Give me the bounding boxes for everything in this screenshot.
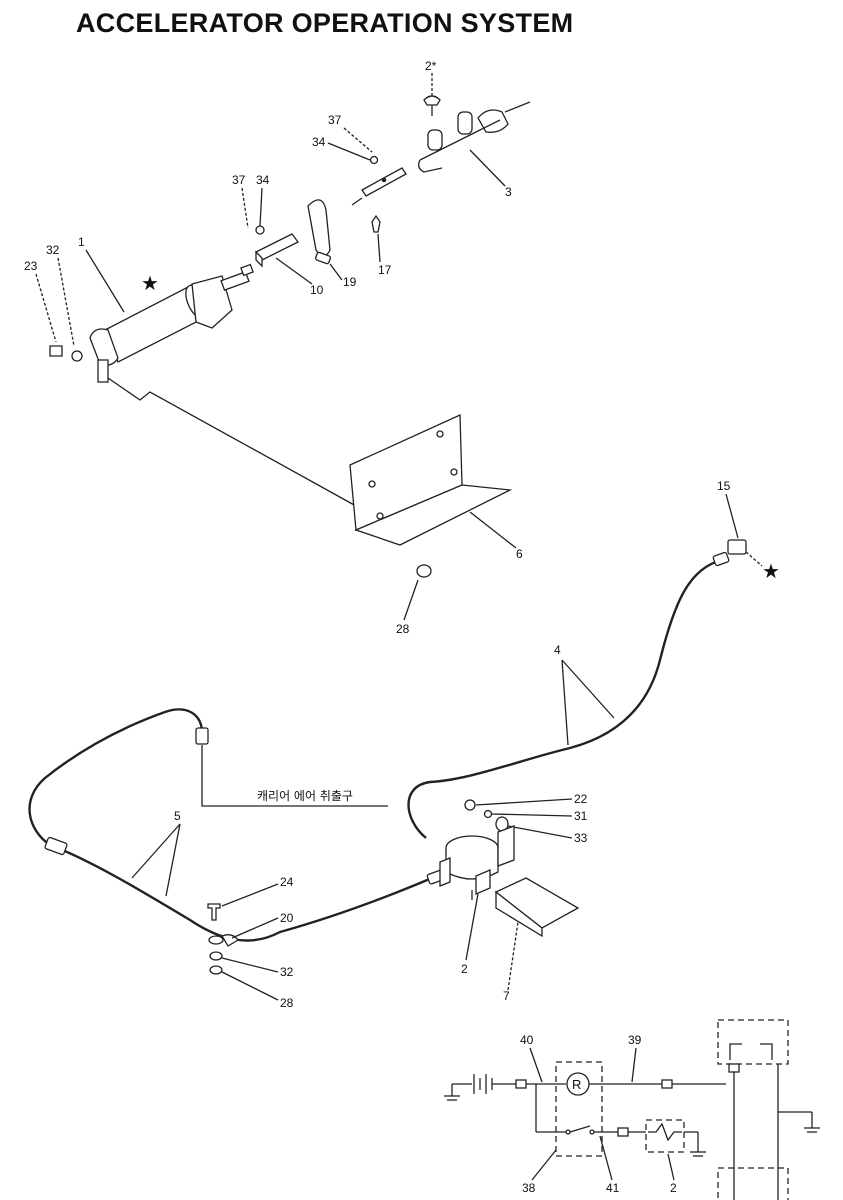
callout-32b: 32 [280,965,294,979]
part-screw-2star [423,95,441,116]
part-clevis-10 [255,199,331,268]
part-nut-34b [255,225,265,235]
controller-box-lower [717,1167,789,1200]
part-bracket-3 [418,101,531,173]
callout-40: 40 [520,1033,534,1047]
callout-24: 24 [280,875,294,889]
part-bolt-23 [49,345,63,357]
part-bolt-22 [464,799,476,811]
callout-3: 3 [505,185,512,199]
part-angle-bracket-6 [349,414,513,546]
part-bracket-7 [494,877,580,938]
callout-2star: 2* [425,59,437,73]
callout-19: 19 [343,275,357,289]
part-washer-32a [71,350,83,362]
callout-33: 33 [574,831,588,845]
air-outlet-leader [201,745,388,807]
battery-symbol [473,1074,493,1094]
callout-2b: 2 [461,962,468,976]
callout-34b: 34 [256,173,270,187]
callout-20: 20 [280,911,294,925]
part-fitting-15 [727,539,747,555]
callout-37a: 37 [328,113,342,127]
callout-32a: 32 [46,243,60,257]
callout-6: 6 [516,547,523,561]
part-pin-17 [371,214,381,233]
air-outlet-label: 캐리어 에어 취출구 [257,789,353,803]
callout-22: 22 [574,792,588,806]
hose-4 [407,558,723,839]
callout-15: 15 [717,479,731,493]
callout-38: 38 [522,1181,536,1195]
star-marker-top: ★ [141,273,159,295]
top-linkage-assembly: 2* 3 37 34 17 37 [24,59,531,636]
hose-5-end-fitting [195,727,209,745]
part-clamp-stack [207,903,239,975]
callout-37b: 37 [232,173,246,187]
relay-box [555,1061,603,1157]
part-nut-34a [369,155,379,165]
relay-symbol: R [572,1077,581,1092]
callout-1: 1 [78,235,85,249]
air-hose-assembly: 15 ★ 4 22 31 33 5 캐리어 에어 취출구 [28,479,780,1010]
part-bolt-19 [314,251,332,265]
hose-5 [28,708,433,942]
part-nut-28a [416,564,432,578]
callout-23: 23 [24,259,38,273]
callout-31: 31 [574,809,588,823]
part-actuator-cylinder-1 [89,263,254,383]
callout-2c: 2 [670,1181,677,1195]
part-washer-31 [483,809,493,819]
callout-4: 4 [554,643,561,657]
callout-28b: 28 [280,996,294,1010]
callout-10: 10 [310,283,324,297]
callout-7: 7 [503,989,510,1003]
callout-41: 41 [606,1181,620,1195]
controller-box-upper [717,1019,789,1065]
callout-34a: 34 [312,135,326,149]
wiring-schematic: R 40 39 38 [444,1019,820,1200]
callout-17: 17 [378,263,392,277]
callout-39: 39 [628,1033,642,1047]
solenoid-coil [648,1122,682,1142]
part-solenoid-valve-2 [439,825,515,900]
solenoid-coil-box [645,1119,685,1153]
callout-28a: 28 [396,622,410,636]
page-title: ACCELERATOR OPERATION SYSTEM [76,8,574,38]
part-link-plate [351,167,407,206]
star-marker-right: ★ [762,561,780,583]
linkage-cable [107,377,357,507]
callout-5: 5 [174,809,181,823]
